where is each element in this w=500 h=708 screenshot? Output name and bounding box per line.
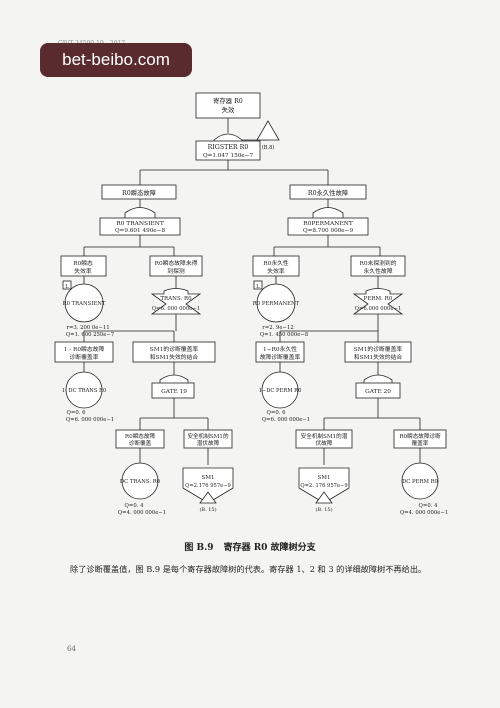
left-b-label-line1: R0瞬态故障未得 [155, 259, 198, 267]
figure-number: 图 B.9 [184, 543, 214, 553]
watermark-badge: bet-beibo.com [40, 43, 192, 77]
top-gate-name: RIGSTER R0 [208, 144, 249, 151]
right-f-label-line1: R0瞬态故障诊断 [399, 432, 441, 440]
page-number: 64 [67, 645, 76, 653]
right-d-label-line1: SM1的诊断覆盖率 [354, 345, 403, 353]
right-e-transfer-ref: (B. 15) [315, 506, 332, 513]
top-transfer-ref: (B.8) [262, 144, 275, 151]
right-a-event-name: R0 PERMANENT [253, 301, 300, 307]
left-c-label-line1: 1 - R0瞬态故障 [64, 345, 105, 353]
left-a-label-line1: R0瞬态 [73, 259, 93, 267]
left-f-event-name: SM1 [202, 475, 215, 481]
right-f-label-line2: 覆盖率 [412, 439, 429, 447]
left-e-event-name: DC TRANS. R0 [120, 479, 161, 485]
left-a-label-line2: 失效率 [74, 267, 92, 275]
left-f-transfer-ref: (B. 15) [199, 506, 216, 513]
left-l1-label: R0瞬态故障 [122, 188, 157, 197]
right-e-probability: Q=2. 176 957e−9 [300, 483, 347, 489]
left-b-gate-probability: Q=6. 000 000e−1 [152, 306, 200, 312]
left-e-label-line1: R0瞬态故障 [125, 432, 156, 440]
figure-caption: 图 B.9 寄存器 R0 故障树分支 [0, 540, 500, 553]
right-b-label-line2: 永久性故障 [364, 267, 393, 275]
right-c-event-name: 1−DC PERM R0 [259, 388, 302, 394]
top-gate-probability: Q=1.047 150e−7 [203, 153, 254, 159]
left-d-gate-name: GATE 19 [161, 389, 187, 395]
right-a-label-line2: 失效率 [267, 267, 285, 275]
right-l1-label: R0永久性故障 [308, 188, 349, 197]
left-e-probability: Q=0. 4 [125, 503, 145, 509]
left-c-label-line2: 诊断覆盖率 [70, 353, 99, 361]
right-e-label-line2: 伏故障 [316, 439, 333, 447]
left-e-label-line2: 诊断覆盖 [129, 439, 152, 447]
right-a-marker: L [256, 284, 260, 290]
figure-title: 寄存器 R0 故障树分支 [223, 543, 316, 553]
left-b-label-line2: 到探测 [167, 267, 185, 275]
right-d-gate-name: GATE 20 [365, 389, 391, 395]
right-l1-gate-probability: Q=8.700 000e−9 [303, 228, 354, 234]
right-b-gate-probability: Q=6.000 000e−1 [355, 306, 402, 312]
left-c-event-name: 1- DC TRANS R0 [62, 388, 107, 394]
left-d-label-line2: 和SM1失效的结合 [150, 353, 199, 361]
right-c-label-line2: 故障诊断覆盖率 [260, 353, 301, 361]
right-f-event-name: DC PERM R0 [402, 479, 438, 485]
right-f-probability: Q=0. 4 [419, 503, 439, 509]
right-b-gate-name: PERM. R0 [364, 296, 393, 302]
left-c-probability-full: Q=6. 000 000e−1 [66, 417, 114, 423]
right-d-label-line2: 和SM1失效的结合 [354, 353, 403, 361]
left-l1-gate-probability: Q=9.601 490e−8 [115, 228, 166, 234]
left-e-probability-full: Q=4. 000 000e−1 [118, 510, 166, 516]
right-a-rate: r=2. 9e−12 [262, 325, 293, 331]
right-l1-gate-name: R0PERMANENT [303, 221, 353, 227]
left-a-rate: r=3. 200 0e−11 [66, 325, 109, 331]
right-c-probability: Q=0. 6 [267, 410, 287, 416]
body-paragraph: 除了诊断覆盖值，图 B.9 是每个寄存器故障树的代表。寄存器 1、2 和 3 的… [70, 564, 427, 574]
right-c-probability-full: Q=6. 000 000e−1 [262, 417, 310, 423]
left-f-label-line1: 安全机制SM1的 [187, 432, 228, 440]
left-c-probability: Q=0. 6 [67, 410, 87, 416]
left-f-label-line2: 潜伏故障 [197, 439, 220, 447]
left-d-label-line1: SM1的诊断覆盖率 [150, 345, 199, 353]
left-l1-gate-name: R0 TRANSIENT [116, 221, 164, 227]
top-event-label-line1: 寄存器 R0 [213, 96, 243, 105]
right-c-label-line1: 1−R0永久性 [263, 345, 297, 353]
right-e-event-name: SM1 [318, 475, 331, 481]
right-f-probability-full: Q=4. 000 000e−1 [400, 510, 448, 516]
left-a-event-name: R0 TRANSIENT [63, 301, 106, 307]
fault-tree-diagram: 寄存器 R0 失效 RIGSTER R0 Q=1.047 150e−7 (B.8… [54, 92, 448, 516]
right-e-label-line1: 安全机制SM1的潜 [301, 432, 348, 440]
right-a-label-line1: R0永久性 [263, 259, 289, 267]
left-a-marker: L [65, 284, 69, 290]
right-a-probability: Q=1. 450 000e−8 [260, 332, 309, 338]
left-f-probability: Q=2.176 957e−9 [185, 483, 231, 489]
top-event-label-line2: 失效 [222, 105, 235, 114]
left-a-probability: Q=1. 600 250e−7 [66, 332, 114, 338]
right-b-label-line1: R0未探测到的 [359, 259, 396, 267]
left-b-gate-name: TRANS. R0 [160, 296, 192, 302]
